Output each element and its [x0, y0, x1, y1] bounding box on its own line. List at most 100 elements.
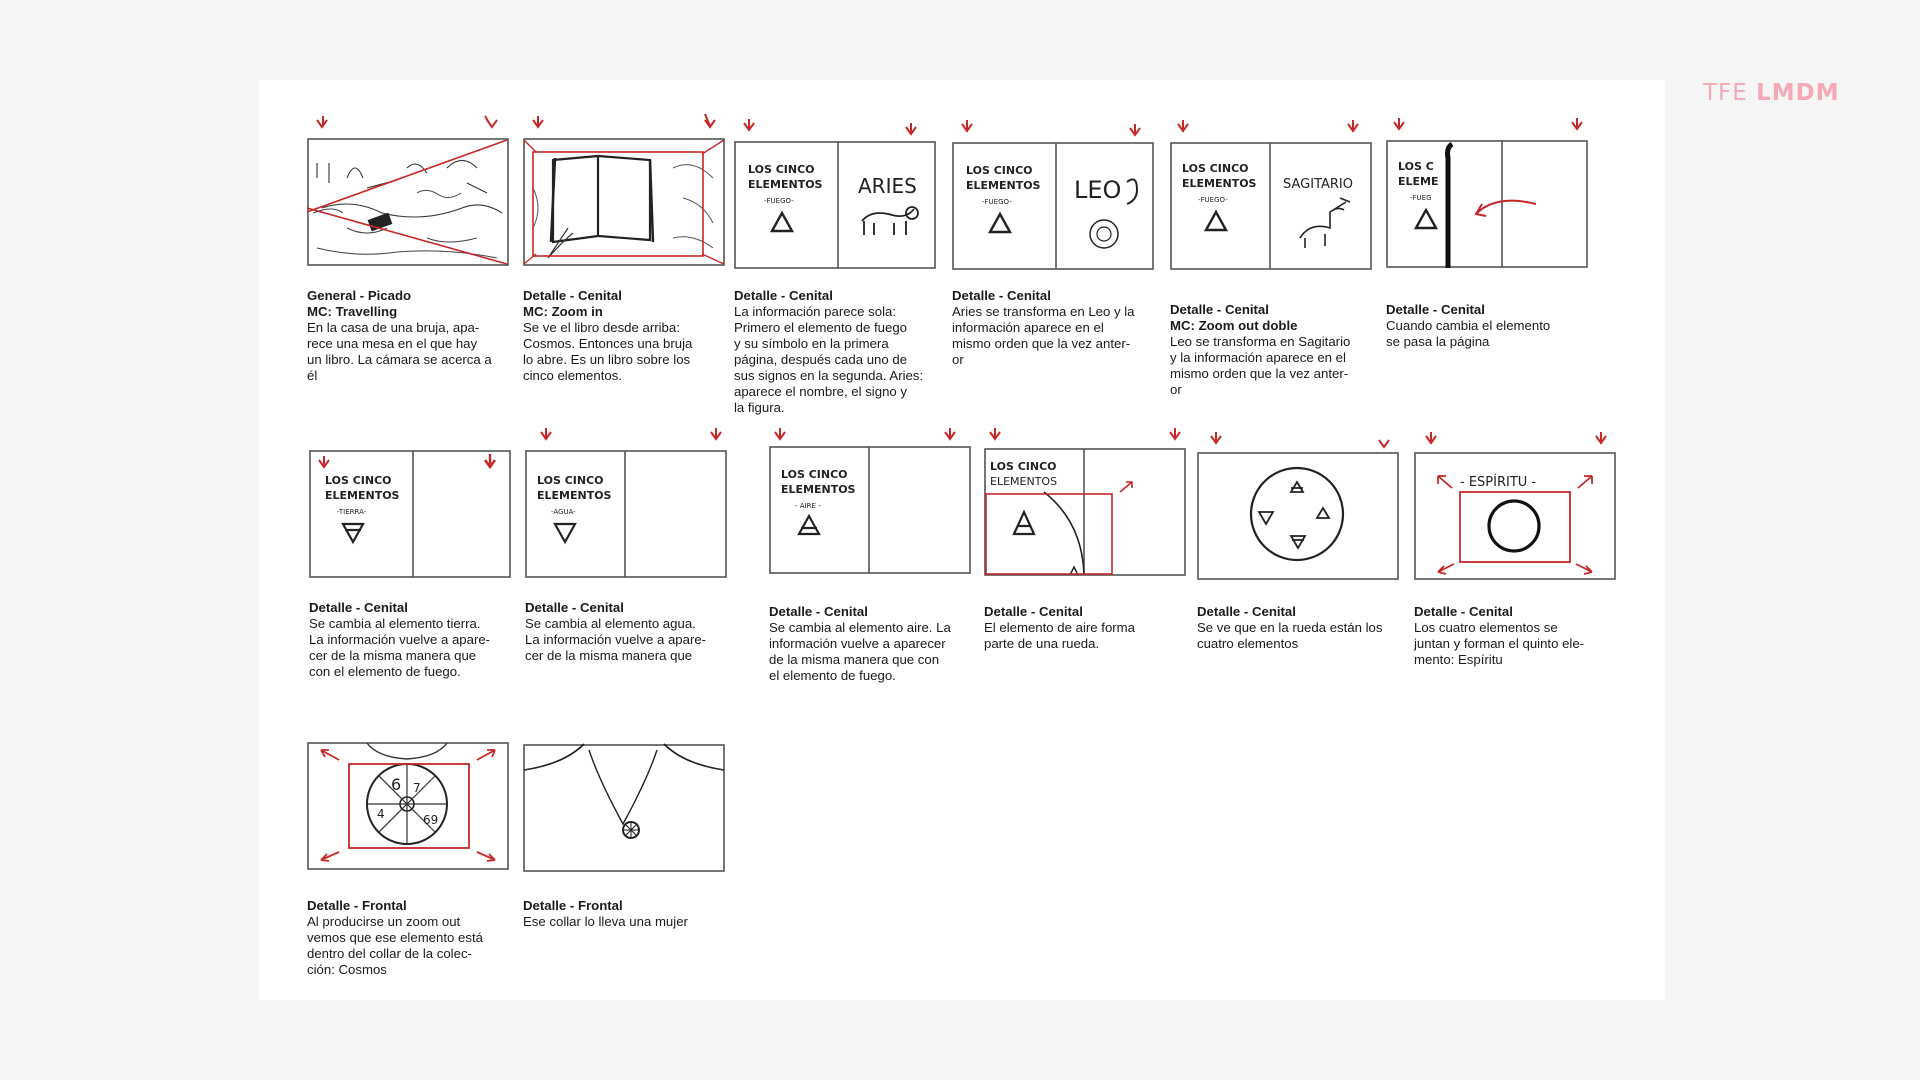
shot-caption: General - Picado MC: Travelling En la ca… [307, 288, 517, 384]
svg-text:LOS CINCO: LOS CINCO [748, 163, 815, 176]
svg-text:LEO: LEO [1074, 176, 1121, 204]
shot-description: Se cambia al elemento aire. La informaci… [769, 620, 951, 683]
shot-type: Detalle - Cenital [1414, 604, 1513, 619]
svg-text:7: 7 [413, 781, 421, 795]
shot-type: Detalle - Cenital [1170, 302, 1269, 317]
shot-description: Leo se transforma en Sagitario y la info… [1170, 334, 1351, 397]
shot-description: Se cambia al elemento agua. La informaci… [525, 616, 707, 663]
shot-description: Cuando cambia el elemento se pasa la pág… [1386, 318, 1551, 349]
svg-text:LOS CINCO: LOS CINCO [966, 164, 1033, 177]
shot-type: Detalle - Cenital [523, 288, 622, 303]
necklace-woman-sketch-icon [523, 743, 725, 872]
shot-frame: LOS CINCO ELEMENTOS [984, 428, 1186, 576]
page-turn-sketch-icon: LOS C ELEME -FUEG [1386, 118, 1588, 268]
shot-description: En la casa de una bruja, apa- rece una m… [307, 320, 492, 383]
camera-move: MC: Zoom in [523, 304, 603, 319]
shot-caption: Detalle - Cenital Se cambia al elemento … [769, 604, 979, 684]
open-book-sketch-icon [523, 113, 725, 266]
svg-text:SAGITARIO: SAGITARIO [1283, 177, 1353, 192]
shot-frame [1197, 432, 1399, 580]
shot-type: Detalle - Cenital [984, 604, 1083, 619]
brand-mark: TFE LMDM [1703, 80, 1840, 106]
book-page-aries-icon: LOS CINCO ELEMENTOS -FUEGO- ARIES [734, 119, 936, 269]
svg-text:LOS CINCO: LOS CINCO [537, 474, 604, 487]
pendant-zoom-sketch-icon: 6 7 4 69 [307, 742, 509, 870]
shot-caption: Detalle - Cenital Los cuatro elementos s… [1414, 604, 1624, 668]
shot-type: Detalle - Frontal [523, 898, 623, 913]
svg-text:ELEMENTOS: ELEMENTOS [1182, 177, 1257, 190]
shot-frame [523, 743, 725, 872]
shot-type: Detalle - Cenital [769, 604, 868, 619]
shot-caption: Detalle - Cenital Se cambia al elemento … [525, 600, 735, 664]
shot-caption: Detalle - Cenital Aries se transforma en… [952, 288, 1162, 368]
svg-text:ELEMENTOS: ELEMENTOS [537, 489, 612, 502]
table-scene-sketch-icon [306, 115, 509, 266]
svg-text:LOS C: LOS C [1398, 160, 1434, 173]
spirit-circle-sketch-icon: - ESPÍRITU - [1414, 432, 1616, 580]
svg-text:-FUEGO-: -FUEGO- [982, 198, 1012, 206]
four-elements-wheel-sketch-icon [1197, 432, 1399, 580]
svg-text:6: 6 [391, 775, 401, 794]
svg-text:ELEMENTOS: ELEMENTOS [325, 489, 400, 502]
svg-text:- AIRE -: - AIRE - [795, 502, 821, 510]
shot-type: Detalle - Cenital [1386, 302, 1485, 317]
svg-text:ARIES: ARIES [858, 174, 917, 198]
shot-type: Detalle - Cenital [1197, 604, 1296, 619]
shot-description: Se cambia al elemento tierra. La informa… [309, 616, 491, 679]
svg-text:ELEME: ELEME [1398, 175, 1439, 188]
camera-move: MC: Zoom out doble [1170, 318, 1298, 333]
shot-frame: 6 7 4 69 [307, 742, 509, 870]
shot-description: La información parece sola: Primero el e… [734, 304, 924, 415]
svg-text:ELEMENTOS: ELEMENTOS [781, 483, 856, 496]
shot-type: Detalle - Cenital [309, 600, 408, 615]
svg-text:LOS CINCO: LOS CINCO [990, 460, 1057, 473]
shot-description: Se ve el libro desde arriba: Cosmos. Ent… [523, 320, 693, 383]
book-page-tierra-icon: LOS CINCO ELEMENTOS -TIERRA- [309, 450, 511, 578]
svg-text:-FUEGO-: -FUEGO- [764, 197, 794, 205]
shot-caption: Detalle - Cenital Cuando cambia el eleme… [1386, 302, 1596, 350]
svg-text:-FUEGO-: -FUEGO- [1198, 196, 1228, 204]
shot-type: Detalle - Cenital [525, 600, 624, 615]
shot-type: Detalle - Cenital [952, 288, 1051, 303]
shot-description: El elemento de aire forma parte de una r… [984, 620, 1135, 651]
shot-frame: LOS C ELEME -FUEG [1386, 118, 1588, 268]
shot-frame: - ESPÍRITU - [1414, 432, 1616, 580]
shot-type: Detalle - Frontal [307, 898, 407, 913]
shot-frame [306, 115, 509, 266]
svg-text:ELEMENTOS: ELEMENTOS [748, 178, 823, 191]
svg-text:ELEMENTOS: ELEMENTOS [966, 179, 1041, 192]
shot-frame: LOS CINCO ELEMENTOS -AGUA- [525, 428, 727, 578]
air-wheel-sketch-icon: LOS CINCO ELEMENTOS [984, 428, 1186, 576]
shot-caption: Detalle - Frontal Al producirse un zoom … [307, 898, 517, 978]
shot-caption: Detalle - Cenital MC: Zoom in Se ve el l… [523, 288, 733, 384]
shot-caption: Detalle - Cenital MC: Zoom out doble Leo… [1170, 302, 1380, 398]
shot-frame: LOS CINCO ELEMENTOS -FUEGO- ARIES [734, 119, 936, 269]
shot-caption: Detalle - Frontal Ese collar lo lleva un… [523, 898, 733, 930]
svg-text:LOS CINCO: LOS CINCO [325, 474, 392, 487]
shot-frame: LOS CINCO ELEMENTOS -FUEGO- SAGITARIO [1170, 120, 1372, 270]
shot-caption: Detalle - Cenital La información parece … [734, 288, 944, 416]
shot-description: Los cuatro elementos se juntan y forman … [1414, 620, 1585, 667]
svg-text:69: 69 [423, 813, 438, 827]
svg-text:4: 4 [377, 807, 385, 821]
svg-text:LOS CINCO: LOS CINCO [781, 468, 848, 481]
shot-frame: LOS CINCO ELEMENTOS -FUEGO- LEO [952, 120, 1154, 270]
svg-text:-TIERRA-: -TIERRA- [337, 508, 367, 516]
book-page-aire-icon: LOS CINCO ELEMENTOS - AIRE - [769, 428, 971, 574]
shot-description: Al producirse un zoom out vemos que ese … [307, 914, 483, 977]
book-page-sagitario-icon: LOS CINCO ELEMENTOS -FUEGO- SAGITARIO [1170, 120, 1372, 270]
shot-caption: Detalle - Cenital El elemento de aire fo… [984, 604, 1194, 652]
camera-move: MC: Travelling [307, 304, 398, 319]
svg-text:-FUEG: -FUEG [1410, 194, 1432, 202]
shot-type: General - Picado [307, 288, 412, 303]
shot-frame [523, 113, 725, 266]
shot-frame: LOS CINCO ELEMENTOS - AIRE - [769, 428, 971, 574]
shot-frame: LOS CINCO ELEMENTOS -TIERRA- [309, 450, 511, 578]
svg-text:LOS CINCO: LOS CINCO [1182, 162, 1249, 175]
book-page-agua-icon: LOS CINCO ELEMENTOS -AGUA- [525, 428, 727, 578]
svg-text:ELEMENTOS: ELEMENTOS [990, 475, 1057, 488]
svg-text:- ESPÍRITU -: - ESPÍRITU - [1460, 474, 1536, 490]
shot-description: Aries se transforma en Leo y la informac… [952, 304, 1135, 367]
shot-description: Ese collar lo lleva una mujer [523, 914, 688, 929]
svg-text:-AGUA-: -AGUA- [551, 508, 576, 516]
